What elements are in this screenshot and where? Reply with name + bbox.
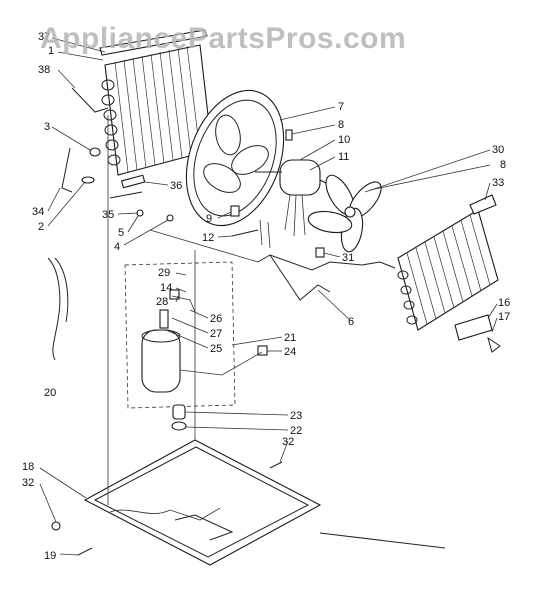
label-25: 25 [210,343,222,355]
label-8-right: 8 [500,159,506,171]
label-1: 1 [48,45,54,57]
label-10: 10 [338,134,350,146]
label-27: 27 [210,328,222,340]
label-24: 24 [284,346,296,358]
fan-blade [307,174,382,253]
label-16: 16 [498,297,510,309]
power-cord [47,257,69,361]
watermark-logo: AppliancePartsPros.com [40,22,407,55]
label-2: 2 [38,221,44,233]
label-18: 18 [22,461,34,473]
left-small-parts [61,147,174,222]
label-32-right: 32 [282,436,294,448]
label-11: 11 [338,151,349,163]
label-9: 9 [206,213,212,225]
label-32-left: 32 [22,477,34,489]
label-12: 12 [202,232,214,244]
condenser-coil [71,29,213,176]
label-33: 33 [492,177,504,189]
refrigerant-tubing [149,229,396,301]
label-19: 19 [44,550,56,562]
label-6: 6 [348,316,354,328]
label-34: 34 [32,206,44,218]
fan-motor [230,129,341,249]
label-17: 17 [498,311,510,323]
evaporator-coil [397,194,501,353]
base-pan [51,115,446,566]
label-36: 36 [170,180,182,192]
label-3: 3 [44,121,50,133]
leader-lines [39,37,498,556]
label-22: 22 [290,425,302,437]
label-38: 38 [38,64,50,76]
fan-shroud [185,89,285,227]
label-20: 20 [44,387,56,399]
label-35: 35 [102,209,114,221]
label-26: 26 [210,313,222,325]
compressor-assembly [124,261,268,409]
label-37: 37 [38,31,50,43]
label-29: 29 [158,267,170,279]
label-23: 23 [290,410,302,422]
label-8-upper: 8 [338,119,344,131]
label-31: 31 [342,252,354,264]
label-28: 28 [156,296,168,308]
label-4: 4 [114,241,120,253]
label-7: 7 [338,101,344,113]
label-14: 14 [160,282,172,294]
label-21: 21 [284,332,296,344]
mount-grommets [171,404,187,431]
label-5: 5 [118,227,124,239]
part-labels: 37 1 38 3 34 2 36 35 5 4 7 8 10 11 9 12 … [22,31,510,562]
label-30: 30 [492,144,504,156]
